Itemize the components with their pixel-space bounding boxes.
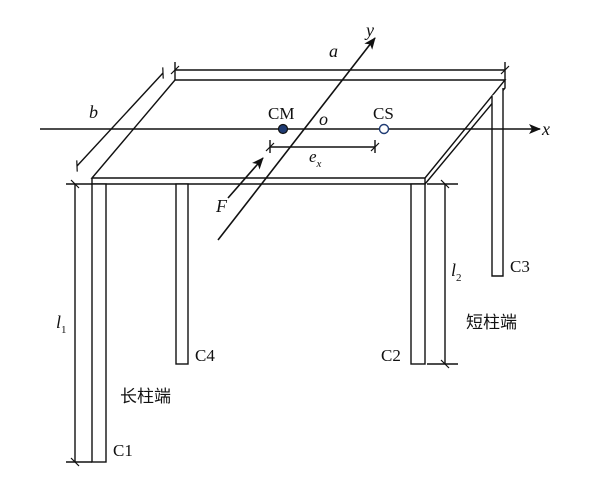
label-ex: ex — [309, 147, 322, 170]
label-l1-main: l — [56, 312, 61, 332]
slab-front-edge — [91, 178, 426, 185]
label-c3: C3 — [510, 257, 530, 276]
label-cs: CS — [373, 104, 394, 123]
label-l2-sub: 2 — [456, 272, 462, 284]
column-c4 — [175, 183, 189, 365]
label-y: y — [364, 20, 374, 40]
label-b: b — [89, 102, 98, 122]
cm-point — [277, 123, 289, 135]
label-c4: C4 — [195, 346, 215, 365]
cs-point — [378, 123, 390, 135]
column-c2 — [410, 183, 426, 365]
label-l2-main: l — [451, 260, 456, 280]
label-short-end: 短柱端 — [466, 313, 517, 333]
label-l1-sub: 1 — [61, 324, 67, 336]
label-c1: C1 — [113, 441, 133, 460]
y-axis — [217, 37, 376, 241]
label-l1: l1 — [56, 312, 67, 336]
label-cm: CM — [268, 104, 294, 123]
label-ex-sub: x — [316, 158, 322, 170]
label-f: F — [215, 196, 228, 216]
dim-b-line — [76, 67, 164, 172]
label-x: x — [541, 119, 550, 139]
label-l2: l2 — [451, 260, 462, 284]
column-c3 — [491, 88, 504, 277]
label-c2: C2 — [381, 346, 401, 365]
force-f-arrow — [227, 157, 264, 199]
label-long-end: 长柱端 — [120, 387, 171, 407]
column-c1 — [91, 183, 107, 463]
label-a: a — [329, 41, 338, 61]
label-ex-main: e — [309, 147, 317, 166]
slab-right-edge — [424, 80, 506, 185]
label-o: o — [319, 109, 328, 129]
